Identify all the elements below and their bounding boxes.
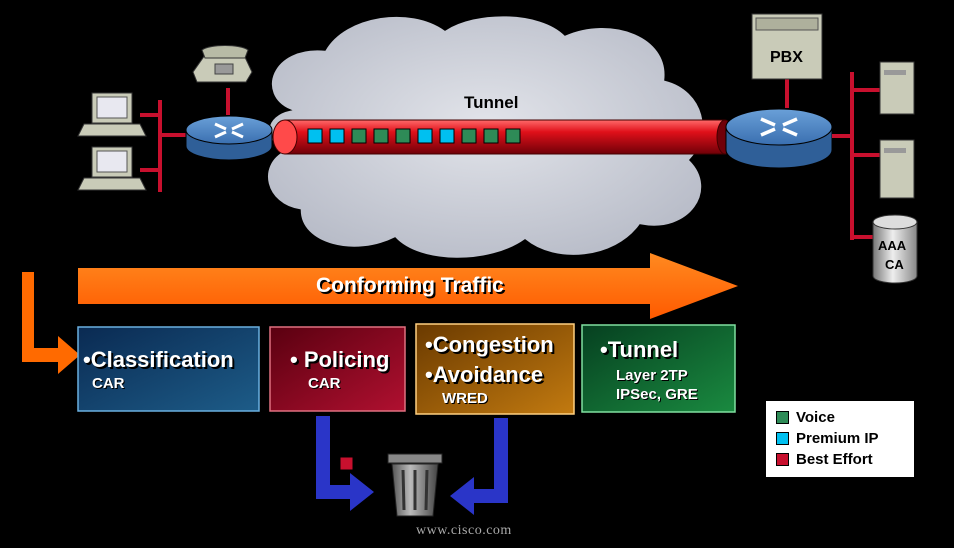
legend-item-voice: Voice	[776, 409, 835, 426]
legend-swatch	[776, 432, 789, 445]
drop-arrow-left	[316, 416, 374, 511]
aaa-label: AAA	[878, 238, 907, 253]
pbx-label: PBX	[770, 49, 803, 66]
right-lan	[785, 72, 880, 240]
legend-item-premium-ip: Premium IP	[776, 430, 879, 447]
packet-queue	[307, 128, 521, 144]
policing-sub: CAR	[308, 375, 341, 392]
conforming-traffic-label: Conforming Traffic	[316, 274, 504, 297]
packet-voice	[505, 128, 521, 144]
tunnel-sub-1: Layer 2TP	[616, 367, 688, 384]
congestion-box	[415, 323, 575, 415]
trash-can-icon	[387, 453, 443, 517]
server-icon	[879, 61, 915, 115]
dropped-packet	[339, 456, 354, 471]
policing-box	[269, 326, 406, 412]
tunnel-box	[581, 324, 736, 413]
conforming-traffic-arrow	[78, 253, 738, 319]
classification-sub: CAR	[92, 375, 125, 392]
ca-label: CA	[885, 257, 904, 272]
tunnel-label: Tunnel	[464, 93, 519, 112]
pbx-icon	[751, 13, 823, 80]
legend-label: Best Effort	[796, 451, 873, 468]
legend-swatch	[776, 453, 789, 466]
tunnel-text: •Tunnel Layer 2TP IPSec, GRE	[582, 325, 735, 412]
packet-voice	[483, 128, 499, 144]
policing-title: • Policing	[290, 347, 390, 372]
left-lan	[140, 88, 230, 192]
entry-arrow	[22, 272, 80, 374]
legend-label: Voice	[796, 409, 835, 426]
legend-label: Premium IP	[796, 430, 879, 447]
packet-voice	[395, 128, 411, 144]
congestion-title-1: •Congestion	[425, 332, 554, 357]
classification-title: •Classification	[83, 347, 234, 372]
pc-icon	[77, 92, 147, 137]
legend-item-best-effort: Best Effort	[776, 451, 873, 468]
pc-icon	[77, 146, 147, 191]
congestion-title-2: •Avoidance	[425, 362, 544, 387]
phone-icon	[192, 45, 253, 83]
classification-text: •Classification CAR	[78, 327, 259, 411]
tunnel-title: •Tunnel	[600, 337, 679, 362]
router-icon	[185, 115, 273, 161]
congestion-sub: WRED	[442, 390, 488, 407]
packet-premium	[307, 128, 323, 144]
router-icon	[725, 108, 833, 169]
packet-premium	[439, 128, 455, 144]
server-icon	[879, 139, 915, 199]
tunnel-sub-2: IPSec, GRE	[616, 386, 698, 403]
classification-box	[77, 326, 260, 412]
packet-voice	[461, 128, 477, 144]
drop-arrow-right	[450, 418, 508, 515]
packet-premium	[417, 128, 433, 144]
legend-swatch	[776, 411, 789, 424]
database-icon	[872, 214, 918, 284]
packet-voice	[351, 128, 367, 144]
policing-text: • Policing CAR	[270, 327, 405, 411]
packet-premium	[329, 128, 345, 144]
legend: Voice Premium IP Best Effort	[766, 401, 914, 477]
congestion-text: •Congestion •Avoidance WRED	[416, 324, 574, 414]
footer-url: www.cisco.com	[416, 523, 512, 538]
packet-voice	[373, 128, 389, 144]
